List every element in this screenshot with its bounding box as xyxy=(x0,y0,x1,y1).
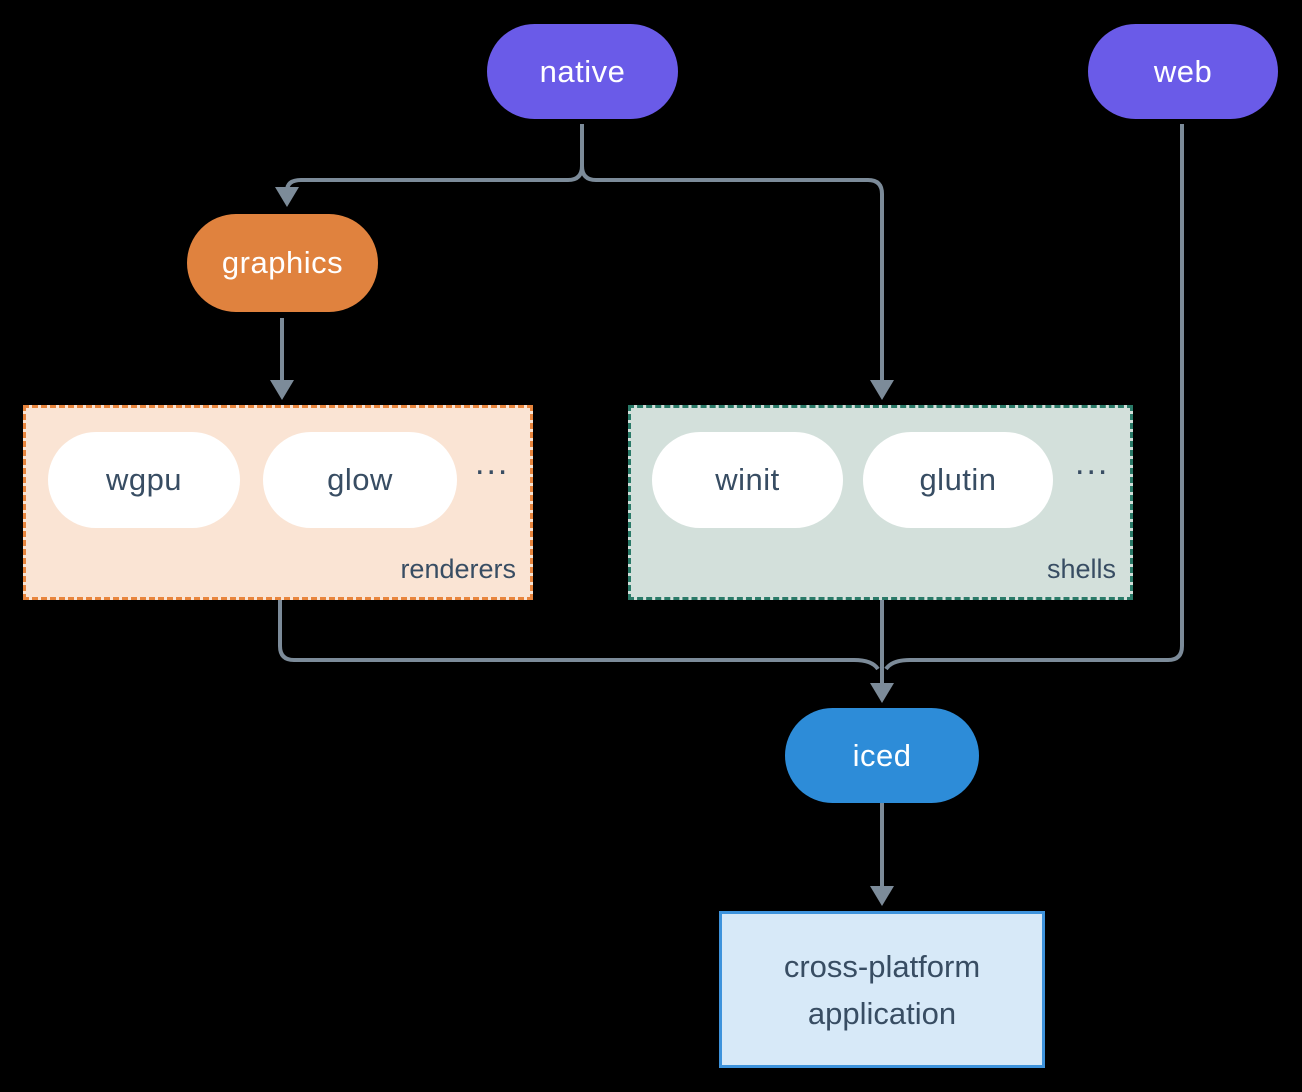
edge-native-shells xyxy=(580,124,894,400)
shells-ellipsis: ... xyxy=(1075,444,1110,482)
renderers-ellipsis: ... xyxy=(475,444,510,482)
node-web-label: web xyxy=(1153,53,1213,89)
node-application-line2: application xyxy=(807,995,957,1031)
node-glutin: glutin xyxy=(863,432,1053,528)
node-application: cross-platform application xyxy=(719,911,1045,1068)
node-native-label: native xyxy=(539,53,626,89)
edge-web-join xyxy=(884,124,1184,671)
node-glutin-label: glutin xyxy=(919,462,997,497)
node-wgpu: wgpu xyxy=(48,432,240,528)
shells-group-label: shells xyxy=(1046,554,1116,584)
node-glow: glow xyxy=(263,432,457,528)
node-graphics: graphics xyxy=(187,214,378,312)
renderers-group-label: renderers xyxy=(400,554,516,584)
node-winit-label: winit xyxy=(715,462,780,497)
node-iced-label: iced xyxy=(852,737,912,773)
group-renderers: wgpu glow ... renderers xyxy=(23,405,533,600)
node-graphics-label: graphics xyxy=(221,245,344,280)
node-web: web xyxy=(1088,24,1278,119)
node-wgpu-label: wgpu xyxy=(105,462,183,497)
group-shells: winit glutin ... shells xyxy=(628,405,1133,600)
node-winit: winit xyxy=(652,432,843,528)
node-glow-label: glow xyxy=(327,462,393,497)
edge-renderers-join xyxy=(278,600,880,671)
node-application-line1: cross-platform xyxy=(783,948,981,984)
edge-native-graphics xyxy=(275,124,584,207)
node-iced: iced xyxy=(785,708,979,803)
node-native: native xyxy=(487,24,678,119)
